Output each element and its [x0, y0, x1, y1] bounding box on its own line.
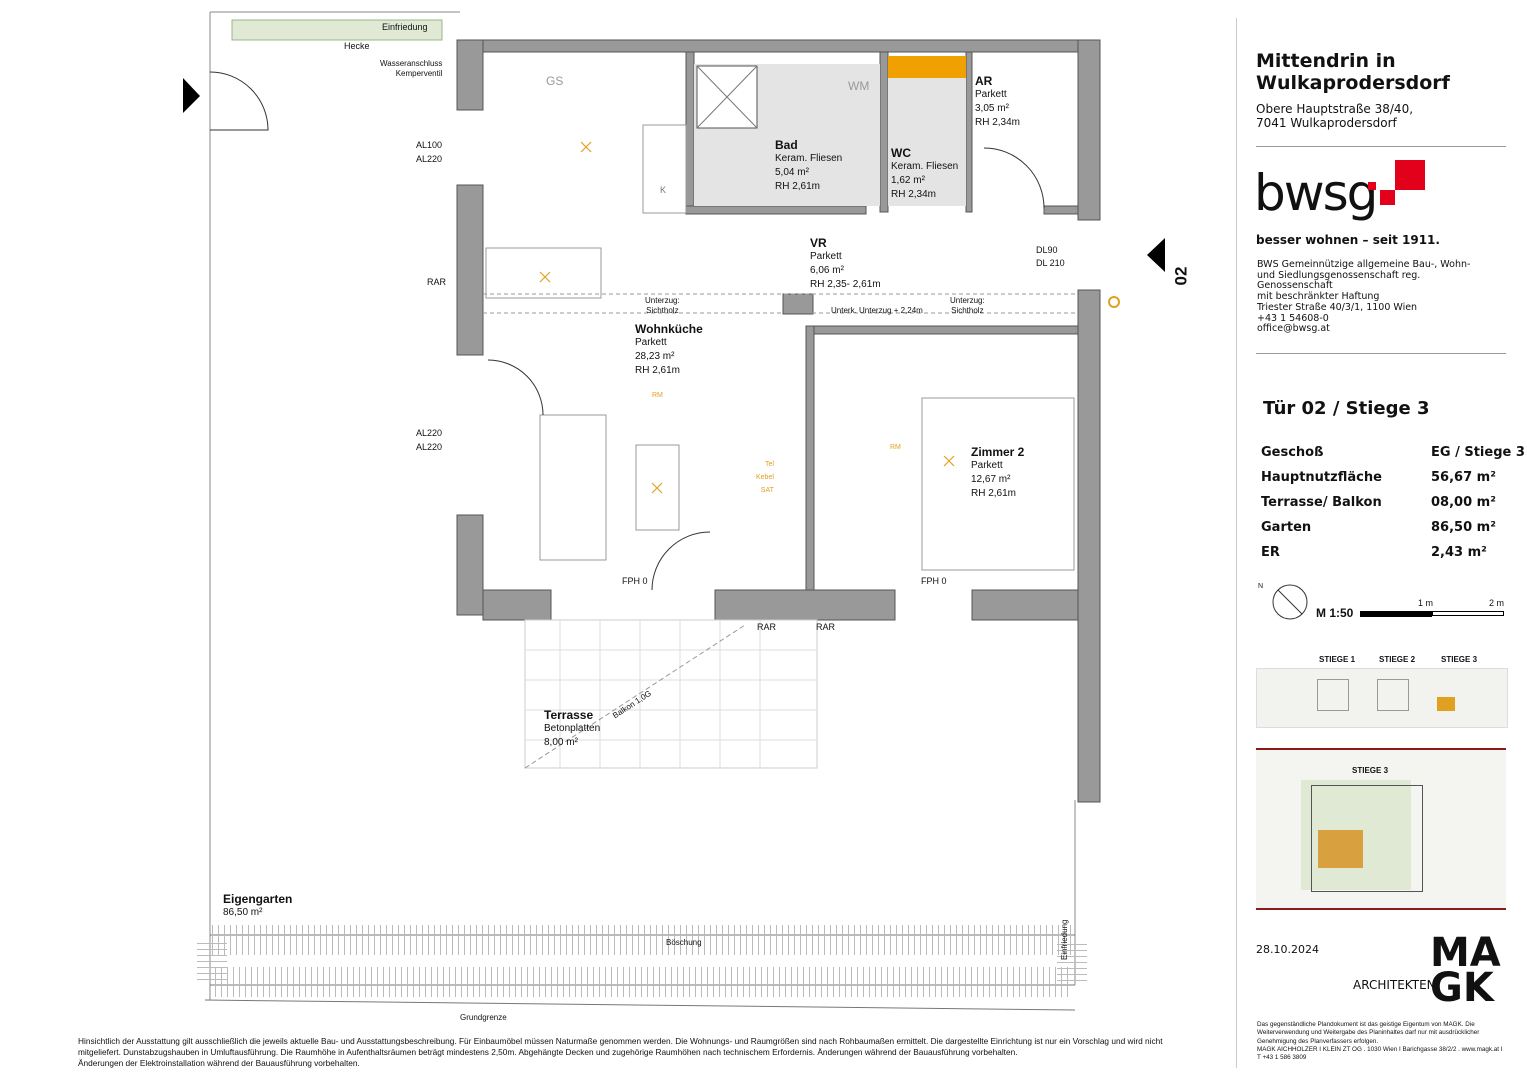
slogan: besser wohnen – seit 1911.	[1256, 233, 1440, 247]
keyplan-stiege-3: STIEGE 3	[1441, 655, 1478, 664]
footer-disclaimer: Hinsichtlich der Ausstattung gilt aussch…	[78, 1036, 1163, 1069]
keyplan-stiege-2: STIEGE 2	[1379, 655, 1416, 664]
company-info: BWS Gemeinnützige allgemeine Bau-, Wohn-…	[1257, 259, 1471, 335]
label-unterk: Unterk. Unterzug + 2,24m	[831, 306, 923, 315]
label-rar-2: RAR	[757, 622, 777, 632]
label-unterzug-2: Unterzug:Sichtholz	[950, 296, 985, 315]
site-plan-label: STIEGE 3	[1352, 766, 1389, 775]
keyplan-stiege-1: STIEGE 1	[1319, 655, 1356, 664]
label-wm: WM	[848, 79, 870, 93]
door-number: 02	[1171, 266, 1191, 286]
label-rar: RAR	[427, 277, 447, 287]
keyplan-stiegen	[1256, 668, 1508, 728]
label-rm: RM	[652, 392, 663, 399]
plan-date: 28.10.2024	[1256, 943, 1319, 956]
bwsg-logo: bwsg	[1254, 164, 1378, 222]
footer-line: Änderungen der Elektroinstallation währe…	[78, 1058, 360, 1068]
scale-bar	[1360, 611, 1432, 617]
label-rm-2: RM	[890, 444, 901, 451]
label-fph: FPH 0	[622, 576, 648, 586]
label-grundgrenze: Grundgrenze	[460, 1013, 507, 1022]
architect-info: Das gegenständliche Plandokument ist das…	[1257, 1021, 1503, 1062]
scale-label: M 1:50	[1316, 606, 1354, 620]
label-einfriedung: Einfriedung	[382, 22, 428, 32]
architekten-label: ARCHITEKTEN	[1353, 978, 1436, 992]
label-rar-3: RAR	[816, 622, 836, 632]
label-einfriedung-2: Einfriedung	[1060, 919, 1069, 960]
footer-line: Hinsichtlich der Ausstattung gilt aussch…	[78, 1036, 1163, 1046]
north-label: N	[1258, 583, 1264, 590]
scale-tick: 2 m	[1489, 598, 1505, 608]
label-gs: GS	[546, 74, 564, 88]
scale-tick: 1 m	[1418, 598, 1434, 608]
north-arrow-icon	[1272, 584, 1308, 620]
footer-line: mitgeliefert. Dunstabzugshauben in Umluf…	[78, 1047, 1018, 1057]
bwsg-logo-square	[1395, 160, 1425, 190]
site-plan	[1256, 748, 1506, 910]
unit-title: Tür 02 / Stiege 3	[1263, 398, 1430, 419]
label-unterzug: Unterzug:Sichtholz	[645, 296, 680, 315]
label-boeschung: Böschung	[666, 938, 702, 947]
floor-plan	[183, 11, 1165, 1011]
label-fph-2: FPH 0	[921, 576, 947, 586]
label-hecke: Hecke	[344, 41, 370, 51]
project-address: Obere Hauptstraße 38/40,7041 Wulkaproder…	[1256, 102, 1414, 130]
label-k: K	[660, 185, 667, 195]
entry-arrow-icon	[183, 78, 200, 113]
